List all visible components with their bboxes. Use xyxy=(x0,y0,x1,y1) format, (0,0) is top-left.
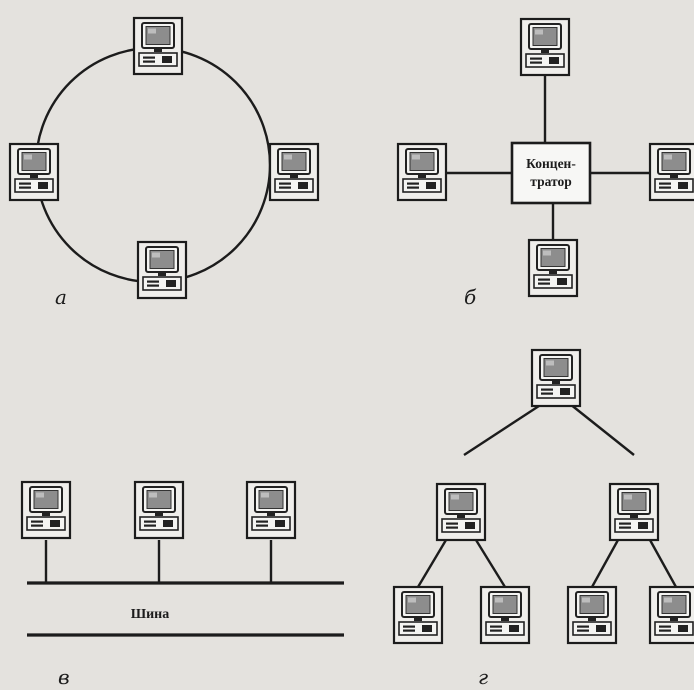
computer-workstation-icon xyxy=(527,238,579,298)
hub-label-line2: тратор xyxy=(530,174,571,189)
computer-workstation-icon xyxy=(530,348,582,408)
computer-workstation-icon xyxy=(435,482,487,542)
tree-link xyxy=(463,402,543,457)
computer-workstation-icon xyxy=(132,16,184,76)
tree-link xyxy=(648,539,678,588)
computer-workstation-icon xyxy=(608,482,660,542)
tree-link xyxy=(590,539,620,588)
computer-workstation-icon xyxy=(519,17,571,77)
ring-topology: а xyxy=(8,16,320,309)
computer-workstation-icon xyxy=(396,142,448,202)
bus-caption: в xyxy=(58,665,70,689)
bus-label: Шина xyxy=(131,607,170,622)
computer-workstation-icon xyxy=(245,480,297,540)
hub-label-line1: Концен- xyxy=(526,156,576,171)
bus-topology: Шина в xyxy=(20,480,344,689)
computer-workstation-icon xyxy=(20,480,72,540)
ring-caption: а xyxy=(55,285,67,309)
tree-topology: г xyxy=(392,348,694,689)
computer-workstation-icon xyxy=(566,585,618,645)
computer-workstation-icon xyxy=(136,240,188,300)
tree-caption: г xyxy=(478,665,488,689)
computer-workstation-icon xyxy=(8,142,60,202)
computer-workstation-icon xyxy=(133,480,185,540)
computer-workstation-icon xyxy=(392,585,444,645)
computer-workstation-icon xyxy=(648,585,694,645)
tree-link xyxy=(474,539,507,588)
star-topology: Концен- тратор б xyxy=(396,17,694,309)
computer-workstation-icon xyxy=(268,142,320,202)
star-caption: б xyxy=(464,285,477,309)
computer-workstation-icon xyxy=(479,585,531,645)
computer-workstation-icon xyxy=(648,142,694,202)
tree-link xyxy=(569,403,635,456)
tree-link xyxy=(416,539,448,588)
hub-box xyxy=(510,141,592,205)
